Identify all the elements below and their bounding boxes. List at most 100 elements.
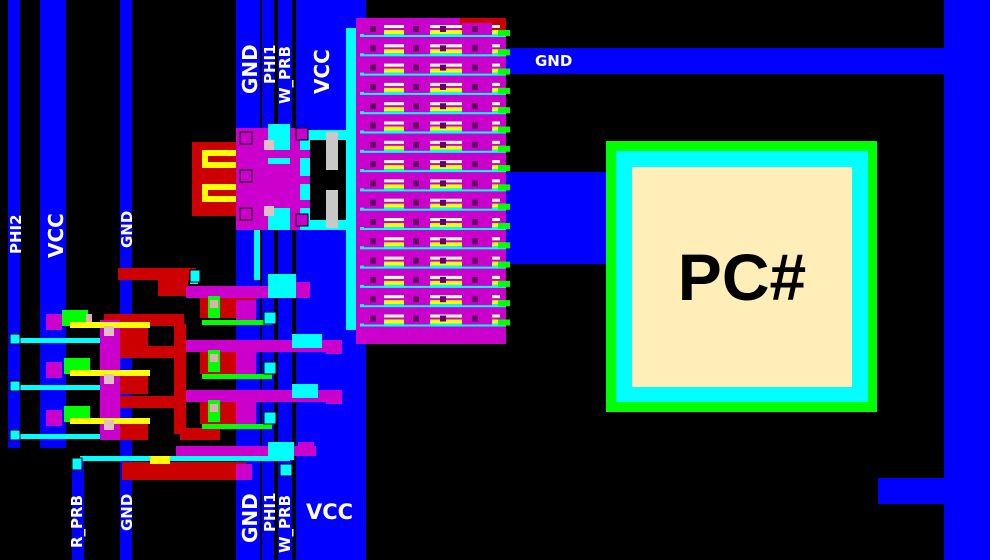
via-icon [370,45,376,52]
array-gate-13 [366,280,506,285]
via-icon [413,103,419,110]
array-contact-line-5 [360,130,506,134]
via-icon [413,122,419,129]
via-icon [440,45,446,52]
array-gate-3 [366,87,506,92]
via-icon [189,269,201,283]
via-icon [9,429,21,441]
array-green-7 [498,165,510,172]
label-gnd-bottom-left: GND [118,493,136,531]
array-green-0 [498,30,510,36]
via-icon [263,411,277,425]
label-vcc-left: VCC [44,213,68,258]
via-icon [440,141,446,148]
via-icon [413,199,419,206]
gnd-bus-top [505,48,945,74]
array-contact-line-7 [360,169,506,173]
via-icon [370,122,376,129]
via-icon [472,296,478,303]
via-icon [413,276,419,283]
via-icon [440,238,446,245]
via-icon [472,103,478,110]
via-icon [413,45,419,52]
via-icon [472,219,478,225]
label-gnd-left: GND [118,210,136,248]
via-icon [370,296,376,303]
via-icon [370,26,376,32]
via-icon [370,161,376,168]
array-green-12 [498,261,510,268]
label-gnd-mid-top: GND [238,44,262,94]
array-contact-line-9 [360,207,506,211]
array-green-3 [498,87,510,94]
via-icon [472,276,478,283]
via-icon [440,103,446,110]
label-phi2: PHI2 [7,214,25,254]
via-icon [440,296,446,303]
array-contact-line-6 [360,149,506,153]
via-icon [440,199,446,206]
via-icon [413,180,419,187]
array-green-10 [498,223,510,229]
via-icon [472,83,478,90]
array-contact-line-11 [360,246,506,250]
array-contact-line-8 [360,188,506,192]
label-gnd-right: GND [535,52,573,70]
array-contact-line-14 [360,304,506,308]
label-w-prb-mid-bottom: W_PRB [276,494,294,553]
via-icon [413,83,419,90]
label-gnd-mid-bottom: GND [238,493,262,543]
array-gate-0 [366,30,506,34]
array-gate-4 [366,107,506,112]
label-w-prb-mid-top: W_PRB [276,45,294,104]
via-icon [263,361,277,375]
via-icon [370,180,376,187]
array-green-5 [498,126,510,133]
via-icon [413,238,419,245]
via-icon [370,276,376,283]
via-icon [413,257,419,264]
via-icon [370,83,376,90]
via-icon [9,333,21,345]
via-icon [440,161,446,168]
array-contact-line-15 [360,323,506,327]
via-icon [472,238,478,245]
array-green-6 [498,145,510,152]
array-gate-15 [366,319,506,324]
array-green-11 [498,242,510,249]
via-icon [440,219,446,225]
via-icon [263,311,277,325]
array-green-1 [498,49,510,56]
bottom-stub [878,478,946,504]
via-icon [440,122,446,129]
array-gate-6 [366,145,506,150]
array-green-4 [498,107,510,114]
via-icon [71,457,83,471]
array-green-9 [498,203,510,210]
via-icon [440,83,446,90]
array-contact-line-13 [360,284,506,288]
via-icon [370,64,376,71]
array-contact-line-0 [360,34,506,37]
array-gate-7 [366,165,506,170]
label-vcc-mid-top: VCC [310,49,334,94]
label-vcc-mid-bottom: VCC [306,500,354,524]
rail-r-prb [72,460,84,560]
pad-label: PC# [677,240,807,314]
via-icon [370,103,376,110]
array-contact-line-2 [360,72,506,76]
rail-right [944,0,990,560]
via-icon [472,64,478,71]
via-icon [440,276,446,283]
array-gate-11 [366,242,506,247]
array-gate-9 [366,203,506,208]
via-icon [472,122,478,129]
via-icon [413,315,419,322]
via-icon [440,26,446,32]
via-icon [472,315,478,322]
array-gate-1 [366,49,506,54]
array-contact-line-10 [360,227,506,230]
array-contact-line-4 [360,111,506,115]
via-icon [370,219,376,225]
